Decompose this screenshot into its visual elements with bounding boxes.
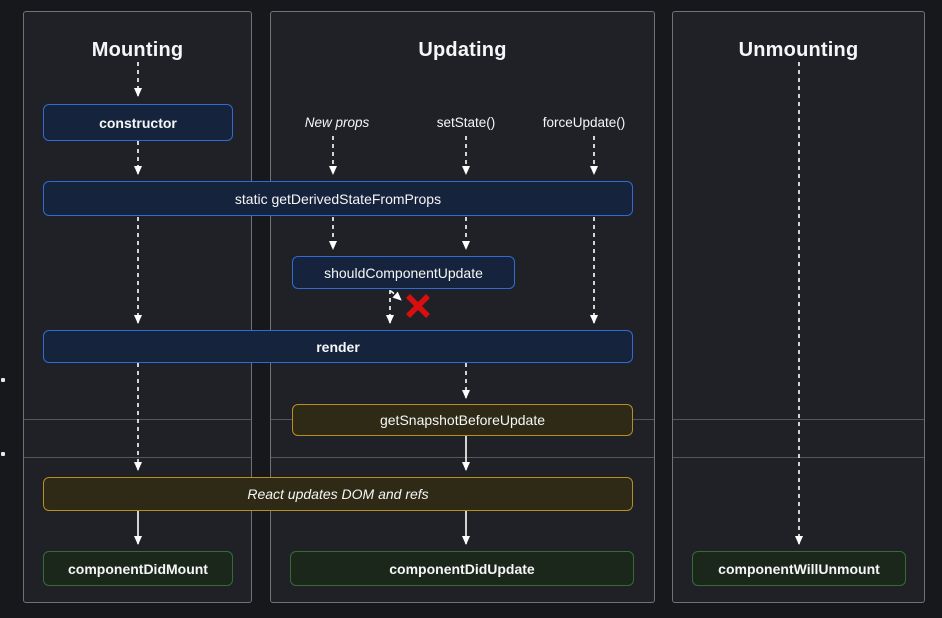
constructor-label: constructor [99,115,177,131]
component-did-update-box[interactable]: componentDidUpdate [290,551,634,586]
render-label: render [316,339,360,355]
component-will-unmount-label: componentWillUnmount [718,561,880,577]
react-updates-dom-box: React updates DOM and refs [43,477,633,511]
component-did-mount-box[interactable]: componentDidMount [43,551,233,586]
should-component-update-label: shouldComponentUpdate [324,265,483,281]
component-did-update-label: componentDidUpdate [389,561,534,577]
left-edge-label-fragment [1,452,5,456]
get-derived-state-from-props-box[interactable]: static getDerivedStateFromProps [43,181,633,216]
constructor-box[interactable]: constructor [43,104,233,141]
component-will-unmount-box[interactable]: componentWillUnmount [692,551,906,586]
get-snapshot-before-update-box[interactable]: getSnapshotBeforeUpdate [292,404,633,436]
force-update-label: forceUpdate() [524,115,644,130]
component-did-mount-label: componentDidMount [68,561,208,577]
react-updates-dom-label: React updates DOM and refs [247,486,428,502]
should-component-update-box[interactable]: shouldComponentUpdate [292,256,515,289]
arrow-shouldupdate-cancelled [391,291,401,300]
get-snapshot-before-update-label: getSnapshotBeforeUpdate [380,412,545,428]
red-x-cancel-icon [408,296,428,316]
new-props-label: New props [287,115,387,130]
get-derived-state-from-props-label: static getDerivedStateFromProps [235,191,441,207]
render-box[interactable]: render [43,330,633,363]
set-state-label: setState() [416,115,516,130]
left-edge-label-fragment [1,378,5,382]
